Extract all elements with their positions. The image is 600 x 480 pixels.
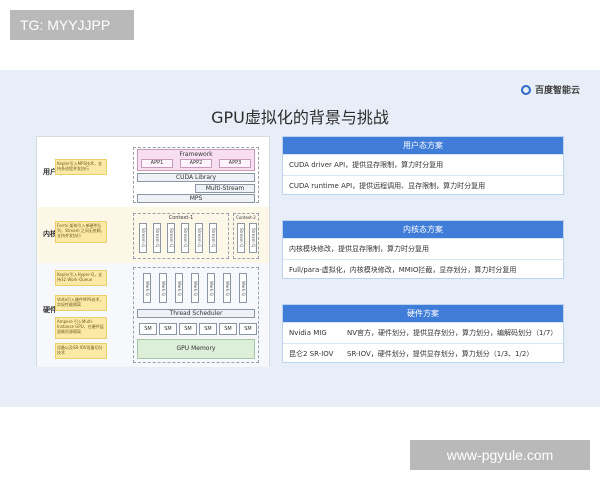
row-label-kernel: 内核态	[43, 230, 64, 238]
work-queue: Work-Q	[159, 273, 167, 303]
multi-stream-box: Multi-Stream	[195, 184, 255, 193]
panel-hardware: 硬件方案 Nvidia MIG NV官方，硬件划分，提供显存划分，算力划分，编解码…	[282, 304, 564, 363]
panel-user-mode: 用户态方案 CUDA driver API，提供显存限制，算力时分复用 CUDA…	[282, 136, 564, 195]
note-ampere: Ampere 引入Multi-Instance GPU，在硬件层面做资源隔离	[55, 317, 107, 339]
context-2-label: Context-2	[236, 215, 256, 220]
work-queue: Work-Q	[191, 273, 199, 303]
stream-queue: Stream-Q	[249, 223, 257, 253]
panel-title: 硬件方案	[283, 305, 563, 322]
panel-row: CUDA runtime API，提供远程调用、显存限制，算力时分复用	[283, 175, 563, 196]
work-queue: Work-Q	[223, 273, 231, 303]
stream-queue: Stream-Q	[139, 223, 147, 253]
work-queue: Work-Q	[143, 273, 151, 303]
brand-logo: 百度智能云	[520, 83, 580, 96]
thread-scheduler-box: Thread Scheduler	[137, 309, 255, 318]
watermark-top: TG: MYYJJPP	[10, 10, 134, 40]
sm-unit: SM	[139, 323, 157, 335]
work-queue: Work-Q	[175, 273, 183, 303]
row-label-user: 用户态	[43, 168, 64, 176]
slide-title: GPU虚拟化的背景与挑战	[211, 108, 389, 127]
panel-row: CUDA driver API，提供显存限制，算力时分复用	[283, 154, 563, 175]
work-queue: Work-Q	[207, 273, 215, 303]
panel-title: 用户态方案	[283, 137, 563, 154]
work-queue: Work-Q	[239, 273, 247, 303]
panel-row-text: CUDA driver API，提供显存限制，算力时分复用	[289, 161, 444, 169]
stream-queue: Stream-Q	[181, 223, 189, 253]
app-box: APP2	[180, 159, 212, 168]
gpu-memory-box: GPU Memory	[137, 339, 255, 359]
panel-row-name: Nvidia MIG	[289, 329, 327, 337]
sm-unit: SM	[179, 323, 197, 335]
gpu-architecture-diagram: 用户态 内核态 硬件 Kepler引入MPS技术，支持多进程并发执行 Fermi…	[36, 136, 270, 367]
context-1-box: Context-1	[133, 213, 229, 259]
cuda-library-box: CUDA Library	[137, 173, 255, 182]
stream-queue: Stream-Q	[195, 223, 203, 253]
panel-row-text: CUDA runtime API，提供远程调用、显存限制，算力时分复用	[289, 182, 486, 190]
panel-kernel-mode: 内核态方案 内核模块修改，提供显存限制，算力时分复用 Full/para-虚拟化…	[282, 220, 564, 279]
framework-label: Framework	[179, 151, 213, 158]
panel-row-desc: SR-IOV，硬件划分，提供显存划分，算力划分（1/3、1/2）	[347, 350, 534, 358]
slide: 百度智能云 GPU虚拟化的背景与挑战 用户态 内核态 硬件 Kepler引入MP…	[0, 70, 600, 407]
sm-unit: SM	[239, 323, 257, 335]
context-1-label: Context-1	[168, 215, 194, 221]
watermark-bottom: www-pgyule.com	[410, 440, 590, 470]
panel-row: 昆仑2 SR-IOV SR-IOV，硬件划分，提供显存划分，算力划分（1/3、1/…	[283, 343, 563, 364]
panel-row: Nvidia MIG NV官方，硬件划分，提供显存划分，算力划分，编解码划分（1/…	[283, 322, 563, 343]
note-fermi: Fermi 架构引入单硬件队列，Stream 之间无依赖，支持并发执行	[55, 221, 107, 243]
panel-row: 内核模块修改，提供显存限制，算力时分复用	[283, 238, 563, 259]
stream-queue: Stream-Q	[153, 223, 161, 253]
mps-box: MPS	[137, 194, 255, 203]
hardware-layer-box	[133, 267, 259, 363]
note-sriov: 设备以及SR-IOV设备切分技术	[55, 343, 107, 359]
sm-unit: SM	[199, 323, 217, 335]
note-volta: Volta引入硬件MPS技术，实现性能隔离	[55, 295, 107, 311]
sm-unit: SM	[219, 323, 237, 335]
app-box: APP1	[141, 159, 173, 168]
stream-queue: Stream-Q	[237, 223, 245, 253]
note-hyperq: Kepler引入Hyper-Q，支持32 Work-Queue	[55, 270, 107, 286]
baidu-cloud-logo-icon	[520, 84, 531, 95]
panel-row-desc: NV官方，硬件划分，提供显存划分，算力划分，编解码划分（1/7）	[347, 329, 558, 337]
row-label-hardware: 硬件	[43, 306, 57, 314]
context-2-box: Context-2	[233, 213, 259, 259]
sm-unit: SM	[159, 323, 177, 335]
stream-queue: Stream-Q	[209, 223, 217, 253]
panel-row-name: 昆仑2 SR-IOV	[289, 350, 334, 358]
panel-row-text: Full/para-虚拟化，内核模块修改，MMIO拦截，显存划分，算力时分复用	[289, 266, 517, 274]
panel-row: Full/para-虚拟化，内核模块修改，MMIO拦截，显存划分，算力时分复用	[283, 259, 563, 280]
app-box: APP3	[219, 159, 251, 168]
brand-logo-text: 百度智能云	[534, 86, 580, 96]
panel-title: 内核态方案	[283, 221, 563, 238]
panel-row-text: 内核模块修改，提供显存限制，算力时分复用	[289, 245, 429, 253]
note-mps: Kepler引入MPS技术，支持多进程并发执行	[55, 159, 107, 175]
stream-queue: Stream-Q	[167, 223, 175, 253]
